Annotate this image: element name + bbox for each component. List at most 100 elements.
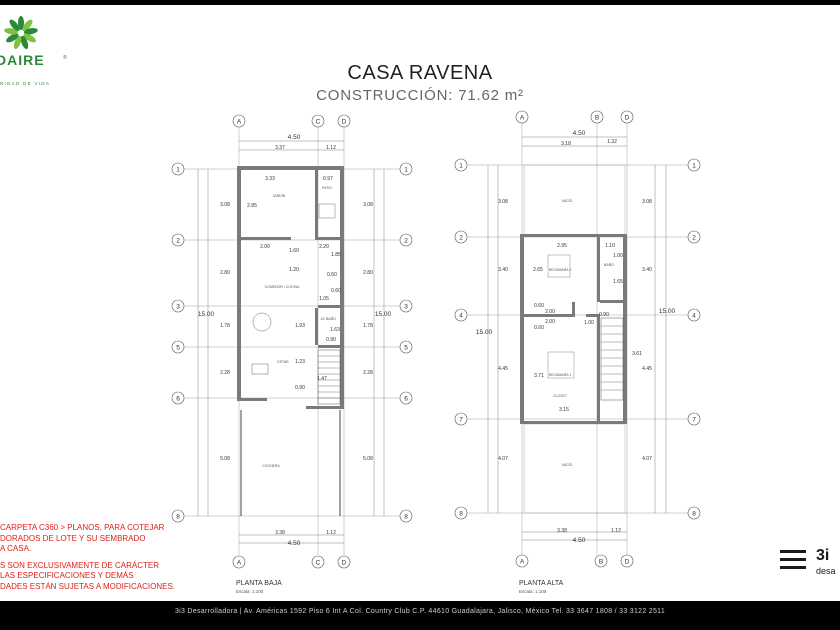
dimension-label: 4.45	[498, 366, 508, 372]
axis-bubble	[590, 110, 604, 124]
axis-label: 6	[176, 396, 180, 403]
dimension-label: 0.90	[599, 312, 609, 318]
wall	[572, 302, 575, 317]
dimension-label: 4.07	[498, 456, 508, 462]
wall	[600, 300, 623, 303]
dimension-label: 0.60	[534, 303, 544, 309]
dimension-label: 2.28	[363, 370, 373, 376]
axis-label: 2	[404, 238, 408, 245]
plan-alta-title: PLANTA ALTA	[519, 580, 564, 587]
dimension-label: 2.28	[220, 370, 230, 376]
axis-label: 1	[404, 167, 408, 174]
sofa-icon	[251, 363, 269, 375]
axis-bubble	[311, 114, 325, 128]
axis-bubble	[620, 554, 634, 568]
axis-label: 5	[176, 345, 180, 352]
wall	[520, 234, 627, 237]
note-line: S SON EXCLUSIVAMENTE DE CARÁCTER	[0, 560, 159, 570]
axis-bubble	[171, 162, 185, 176]
overall-width-bottom: 4.50	[288, 540, 301, 547]
dimension-label: 1.10	[605, 243, 615, 249]
axis-label: 2	[176, 238, 180, 245]
dimension-label: 0.90	[295, 385, 305, 391]
axis-bubble	[687, 230, 701, 244]
axis-bubble	[454, 158, 468, 172]
dimension-label: 1.60	[289, 248, 299, 254]
dimension-label: 1.93	[295, 323, 305, 329]
dimension-label: 3.38	[275, 530, 285, 536]
dimension-label: 0.60	[534, 325, 544, 331]
axis-bubble	[620, 110, 634, 124]
dimension-label: 5.08	[363, 456, 373, 462]
room-label-recamara-1: RECÁMARA 1	[549, 373, 572, 377]
room-label-patio: PATIO	[322, 186, 332, 190]
dimension-label: 3.08	[498, 199, 508, 205]
dimension-label: 0.90	[326, 337, 336, 343]
dimension-label: 0.60	[331, 288, 341, 294]
overall-width-top: 4.50	[288, 134, 301, 141]
axis-label: D	[625, 115, 630, 122]
dimension-label: 1.20	[289, 267, 299, 273]
axis-bubble	[515, 554, 529, 568]
dimension-label: 0.97	[323, 176, 333, 182]
dimension-label: 3.40	[498, 267, 508, 273]
axis-bubble	[454, 506, 468, 520]
note-line: LAS ESPECIFICACIONES Y DEMÁS	[0, 571, 134, 580]
axis-bubble	[399, 162, 413, 176]
axis-label: C	[316, 560, 321, 567]
axis-label: A	[237, 560, 242, 567]
dimension-label: 0.60	[327, 272, 337, 278]
dimension-label: 2.80	[363, 270, 373, 276]
wall	[241, 237, 291, 240]
overall-width-top: 4.50	[573, 130, 586, 137]
plan-baja: A C D A C D 1 1 2 2 3 3 5 5 6 6 8 8	[171, 114, 413, 594]
dimension-label: 1.32	[607, 139, 617, 145]
room-label-estar: ESTAR	[277, 360, 289, 364]
plan-baja-scale: Escala: 1:100	[236, 589, 264, 594]
top-bar	[0, 0, 840, 5]
axis-bubble	[399, 391, 413, 405]
dimension-label: 4.07	[642, 456, 652, 462]
note-line: DADES ESTÁN SUJETAS A MODIFICACIONES.	[0, 581, 175, 591]
overall-length-right: 15.00	[375, 311, 392, 318]
axis-bubble	[454, 412, 468, 426]
axis-label: B	[595, 115, 599, 122]
axis-label: 4	[459, 313, 463, 320]
dimension-label: 1.00	[613, 253, 623, 259]
note-line: DORADOS DE LOTE Y SU SEMBRADO	[0, 533, 146, 543]
dimension-label: 1.85	[331, 252, 341, 258]
wall	[315, 237, 344, 240]
dimension-label: 3.15	[559, 407, 569, 413]
axis-label: 3	[176, 304, 180, 311]
axis-label: A	[520, 115, 525, 122]
axis-label: 1	[459, 163, 463, 170]
dimension-label: 2.00	[260, 244, 270, 250]
dimension-label: 3.37	[275, 145, 285, 151]
axis-label: 8	[692, 511, 696, 518]
axis-bubble	[515, 110, 529, 124]
developer-name: 3i	[816, 547, 830, 564]
axis-label: 8	[404, 514, 408, 521]
dimension-label: 3.08	[363, 202, 373, 208]
room-label-bano: BAÑO	[604, 262, 614, 267]
developer-logo: 3i desa	[780, 547, 836, 576]
footer-bar	[0, 601, 840, 630]
axis-label: D	[625, 559, 630, 566]
room-label-vacio-top: VACÍO	[562, 199, 573, 203]
wall	[597, 314, 600, 421]
developer-logo-icon	[780, 550, 806, 569]
wall	[318, 305, 340, 308]
stairs	[600, 317, 624, 401]
axis-bubble	[594, 554, 608, 568]
dimension-label: 2.65	[533, 267, 543, 273]
axis-label: 4	[692, 313, 696, 320]
wall	[237, 166, 344, 170]
dimension-label: 1.12	[326, 530, 336, 536]
axis-label: D	[342, 560, 347, 567]
plan-baja-title: PLANTA BAJA	[236, 580, 282, 587]
wall	[586, 314, 597, 317]
dimension-label: 3.61	[632, 351, 642, 357]
dimension-label: 1.12	[611, 528, 621, 534]
axis-bubble	[399, 299, 413, 313]
